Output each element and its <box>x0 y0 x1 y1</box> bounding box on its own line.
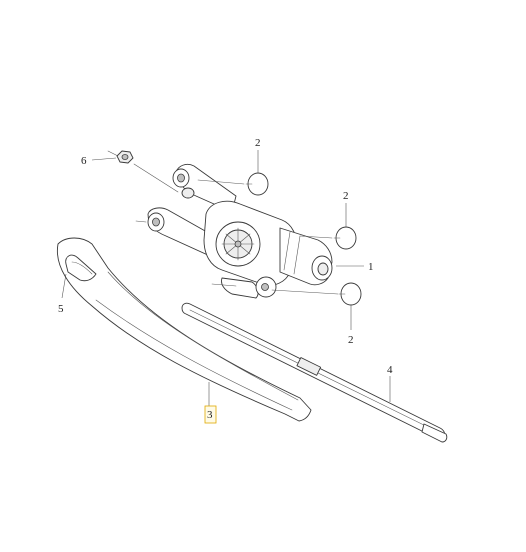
wiper-arm[interactable] <box>56 237 312 422</box>
callout-highlight-box <box>204 405 217 424</box>
leader-arm-cap <box>61 273 67 299</box>
callout-nut: 6 <box>81 155 87 167</box>
arm-cap[interactable] <box>65 254 97 282</box>
callout-arm-cap: 5 <box>58 303 64 315</box>
cap-top[interactable] <box>197 172 269 196</box>
leader-lines <box>61 150 391 406</box>
callout-labels: 1 2 2 2 3 4 5 6 <box>58 137 393 424</box>
wiper-blade[interactable] <box>181 302 448 443</box>
cap-middle[interactable] <box>299 226 357 250</box>
callout-cap-middle: 2 <box>343 190 349 202</box>
callout-cap-bottom: 2 <box>348 334 354 346</box>
leader-nut <box>91 157 117 161</box>
callout-motor: 1 <box>368 261 374 273</box>
callout-wiper-blade: 4 <box>387 364 393 376</box>
callout-wiper-arm: 3 <box>207 409 213 421</box>
cap-bottom[interactable] <box>271 282 362 306</box>
callout-cap-top: 2 <box>255 137 261 149</box>
nut[interactable] <box>107 150 134 164</box>
wiper-motor[interactable] <box>133 163 333 299</box>
